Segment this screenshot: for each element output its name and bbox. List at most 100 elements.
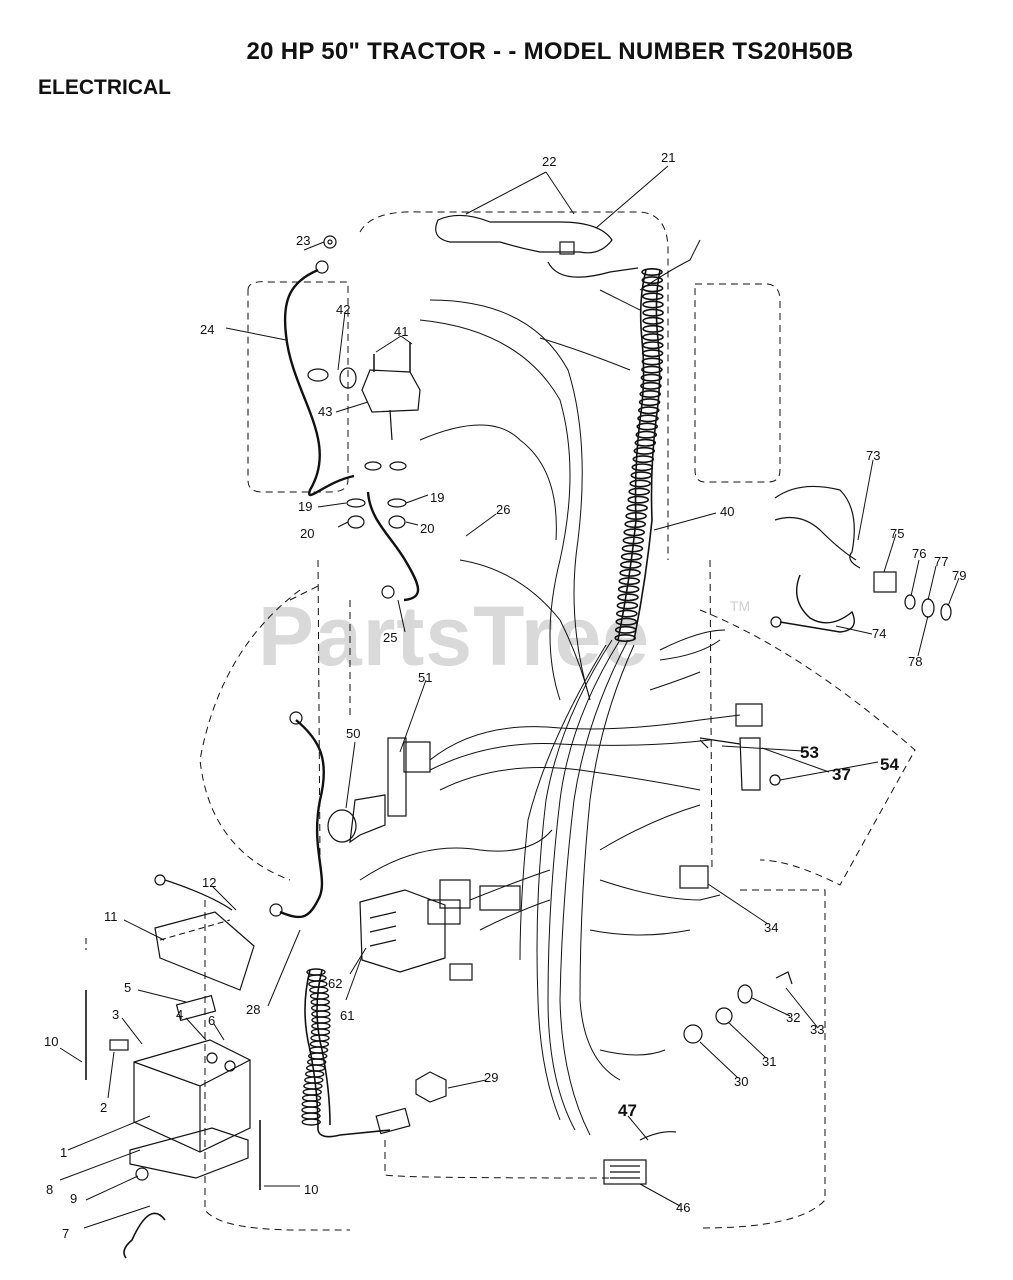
label-8: 8 <box>46 1182 53 1197</box>
label-3: 3 <box>112 1007 119 1022</box>
lower-coil-ring <box>310 998 330 1006</box>
conduit-coil-ring <box>636 422 659 431</box>
label-50: 50 <box>346 726 360 741</box>
label-40: 40 <box>720 504 734 519</box>
label-29: 29 <box>484 1070 498 1085</box>
conduit-coil-ring <box>619 560 642 569</box>
conduit-coil-ring <box>629 479 652 488</box>
cable-28 <box>279 719 325 919</box>
lower-coil-ring <box>307 974 327 982</box>
part-labels: 22 21 23 24 42 41 43 19 20 19 20 26 40 2… <box>44 150 966 1241</box>
label-5: 5 <box>124 980 131 995</box>
lower-coil <box>301 968 331 1126</box>
label-37: 37 <box>832 765 851 784</box>
conduit-coil-ring <box>640 373 663 382</box>
conduit-coil-ring <box>630 471 653 480</box>
coiled-conduit-40 <box>614 267 664 642</box>
label-9: 9 <box>70 1191 77 1206</box>
label-47: 47 <box>618 1101 637 1120</box>
label-19-right: 19 <box>430 490 444 505</box>
conduit-coil-ring <box>625 511 647 520</box>
lower-coil-ring <box>311 1022 331 1030</box>
label-20-right: 20 <box>420 521 434 536</box>
switch-bracket-43 <box>361 369 421 413</box>
switch-50 <box>327 809 357 843</box>
conduit-coil-ring <box>639 389 662 398</box>
battery-tray-8 <box>129 1127 249 1179</box>
label-23: 23 <box>296 233 310 248</box>
section-heading: ELECTRICAL <box>38 76 171 99</box>
washer-23 <box>323 235 337 249</box>
label-26: 26 <box>496 502 510 517</box>
conduit-coil-ring <box>619 568 641 577</box>
label-78: 78 <box>908 654 922 669</box>
conduit-coil-ring <box>641 341 664 350</box>
label-25: 25 <box>383 630 397 645</box>
watermark: PartsTree <box>258 589 650 683</box>
conduit-coil-ring <box>627 495 650 504</box>
label-54: 54 <box>880 755 899 774</box>
label-1: 1 <box>60 1145 67 1160</box>
ring-terminal <box>315 260 329 274</box>
lower-coil-ring <box>310 1028 331 1036</box>
conduit-coil-ring <box>617 585 640 594</box>
conduit-coil-ring <box>615 609 638 618</box>
conduit-coil-ring <box>641 267 663 276</box>
bracket-37 <box>739 737 761 791</box>
conduit-coil-ring <box>640 381 662 390</box>
lower-coil-ring <box>311 1016 331 1024</box>
conduit-coil-ring <box>641 349 664 358</box>
conduit-coil-ring <box>642 308 664 317</box>
conduit-coil-ring <box>628 487 651 496</box>
conduit-coil-ring <box>641 365 663 374</box>
label-19-left: 19 <box>298 499 312 514</box>
trademark-mark: TM <box>730 598 751 614</box>
main-harness <box>359 239 741 1136</box>
conduit-coil-ring <box>623 528 646 537</box>
conduit-coil-ring <box>641 292 664 301</box>
conduit-coil-ring <box>641 276 664 285</box>
conduit-coil-ring <box>618 577 641 586</box>
conduit-coil-ring <box>637 406 660 415</box>
ground-strap-24 <box>283 268 355 497</box>
conduit-coil-ring <box>642 324 664 333</box>
harness-21-22 <box>435 214 613 254</box>
label-43: 43 <box>318 404 332 419</box>
conduit-coil-ring <box>641 357 664 366</box>
label-42: 42 <box>336 302 350 317</box>
label-11: 11 <box>104 909 118 924</box>
lower-coil-ring <box>308 980 328 988</box>
conduit-coil-ring <box>637 414 659 423</box>
label-32: 32 <box>786 1010 800 1025</box>
conduit-coil-ring <box>642 333 664 342</box>
label-75: 75 <box>890 526 904 541</box>
label-22: 22 <box>542 154 556 169</box>
label-34: 34 <box>764 920 778 935</box>
conduit-coil-ring <box>642 316 664 325</box>
hour-meter-46 <box>603 1159 647 1185</box>
label-7: 7 <box>62 1226 69 1241</box>
conduit-coil-ring <box>632 455 655 464</box>
conduit-coil-ring <box>614 625 637 634</box>
hold-down-11 <box>154 911 255 991</box>
label-41: 41 <box>394 324 408 339</box>
label-2: 2 <box>100 1100 107 1115</box>
nut-30 <box>683 1024 703 1044</box>
lower-coil-ring <box>311 1010 331 1018</box>
label-31: 31 <box>762 1054 776 1069</box>
lower-coil-ring <box>301 1094 322 1102</box>
lower-coil-ring <box>309 992 330 1000</box>
label-10-bottom: 10 <box>304 1182 318 1197</box>
label-24: 24 <box>200 322 214 337</box>
lower-coil-ring <box>307 1058 327 1066</box>
label-51: 51 <box>418 670 432 685</box>
label-12: 12 <box>202 875 216 890</box>
label-33: 33 <box>810 1022 824 1037</box>
conduit-coil-ring <box>615 617 638 626</box>
label-77: 77 <box>934 554 948 569</box>
cover-5 <box>175 994 217 1022</box>
conduit-coil-ring <box>617 593 639 602</box>
switch-51 <box>387 737 407 817</box>
conduit-coil-ring <box>622 536 645 545</box>
